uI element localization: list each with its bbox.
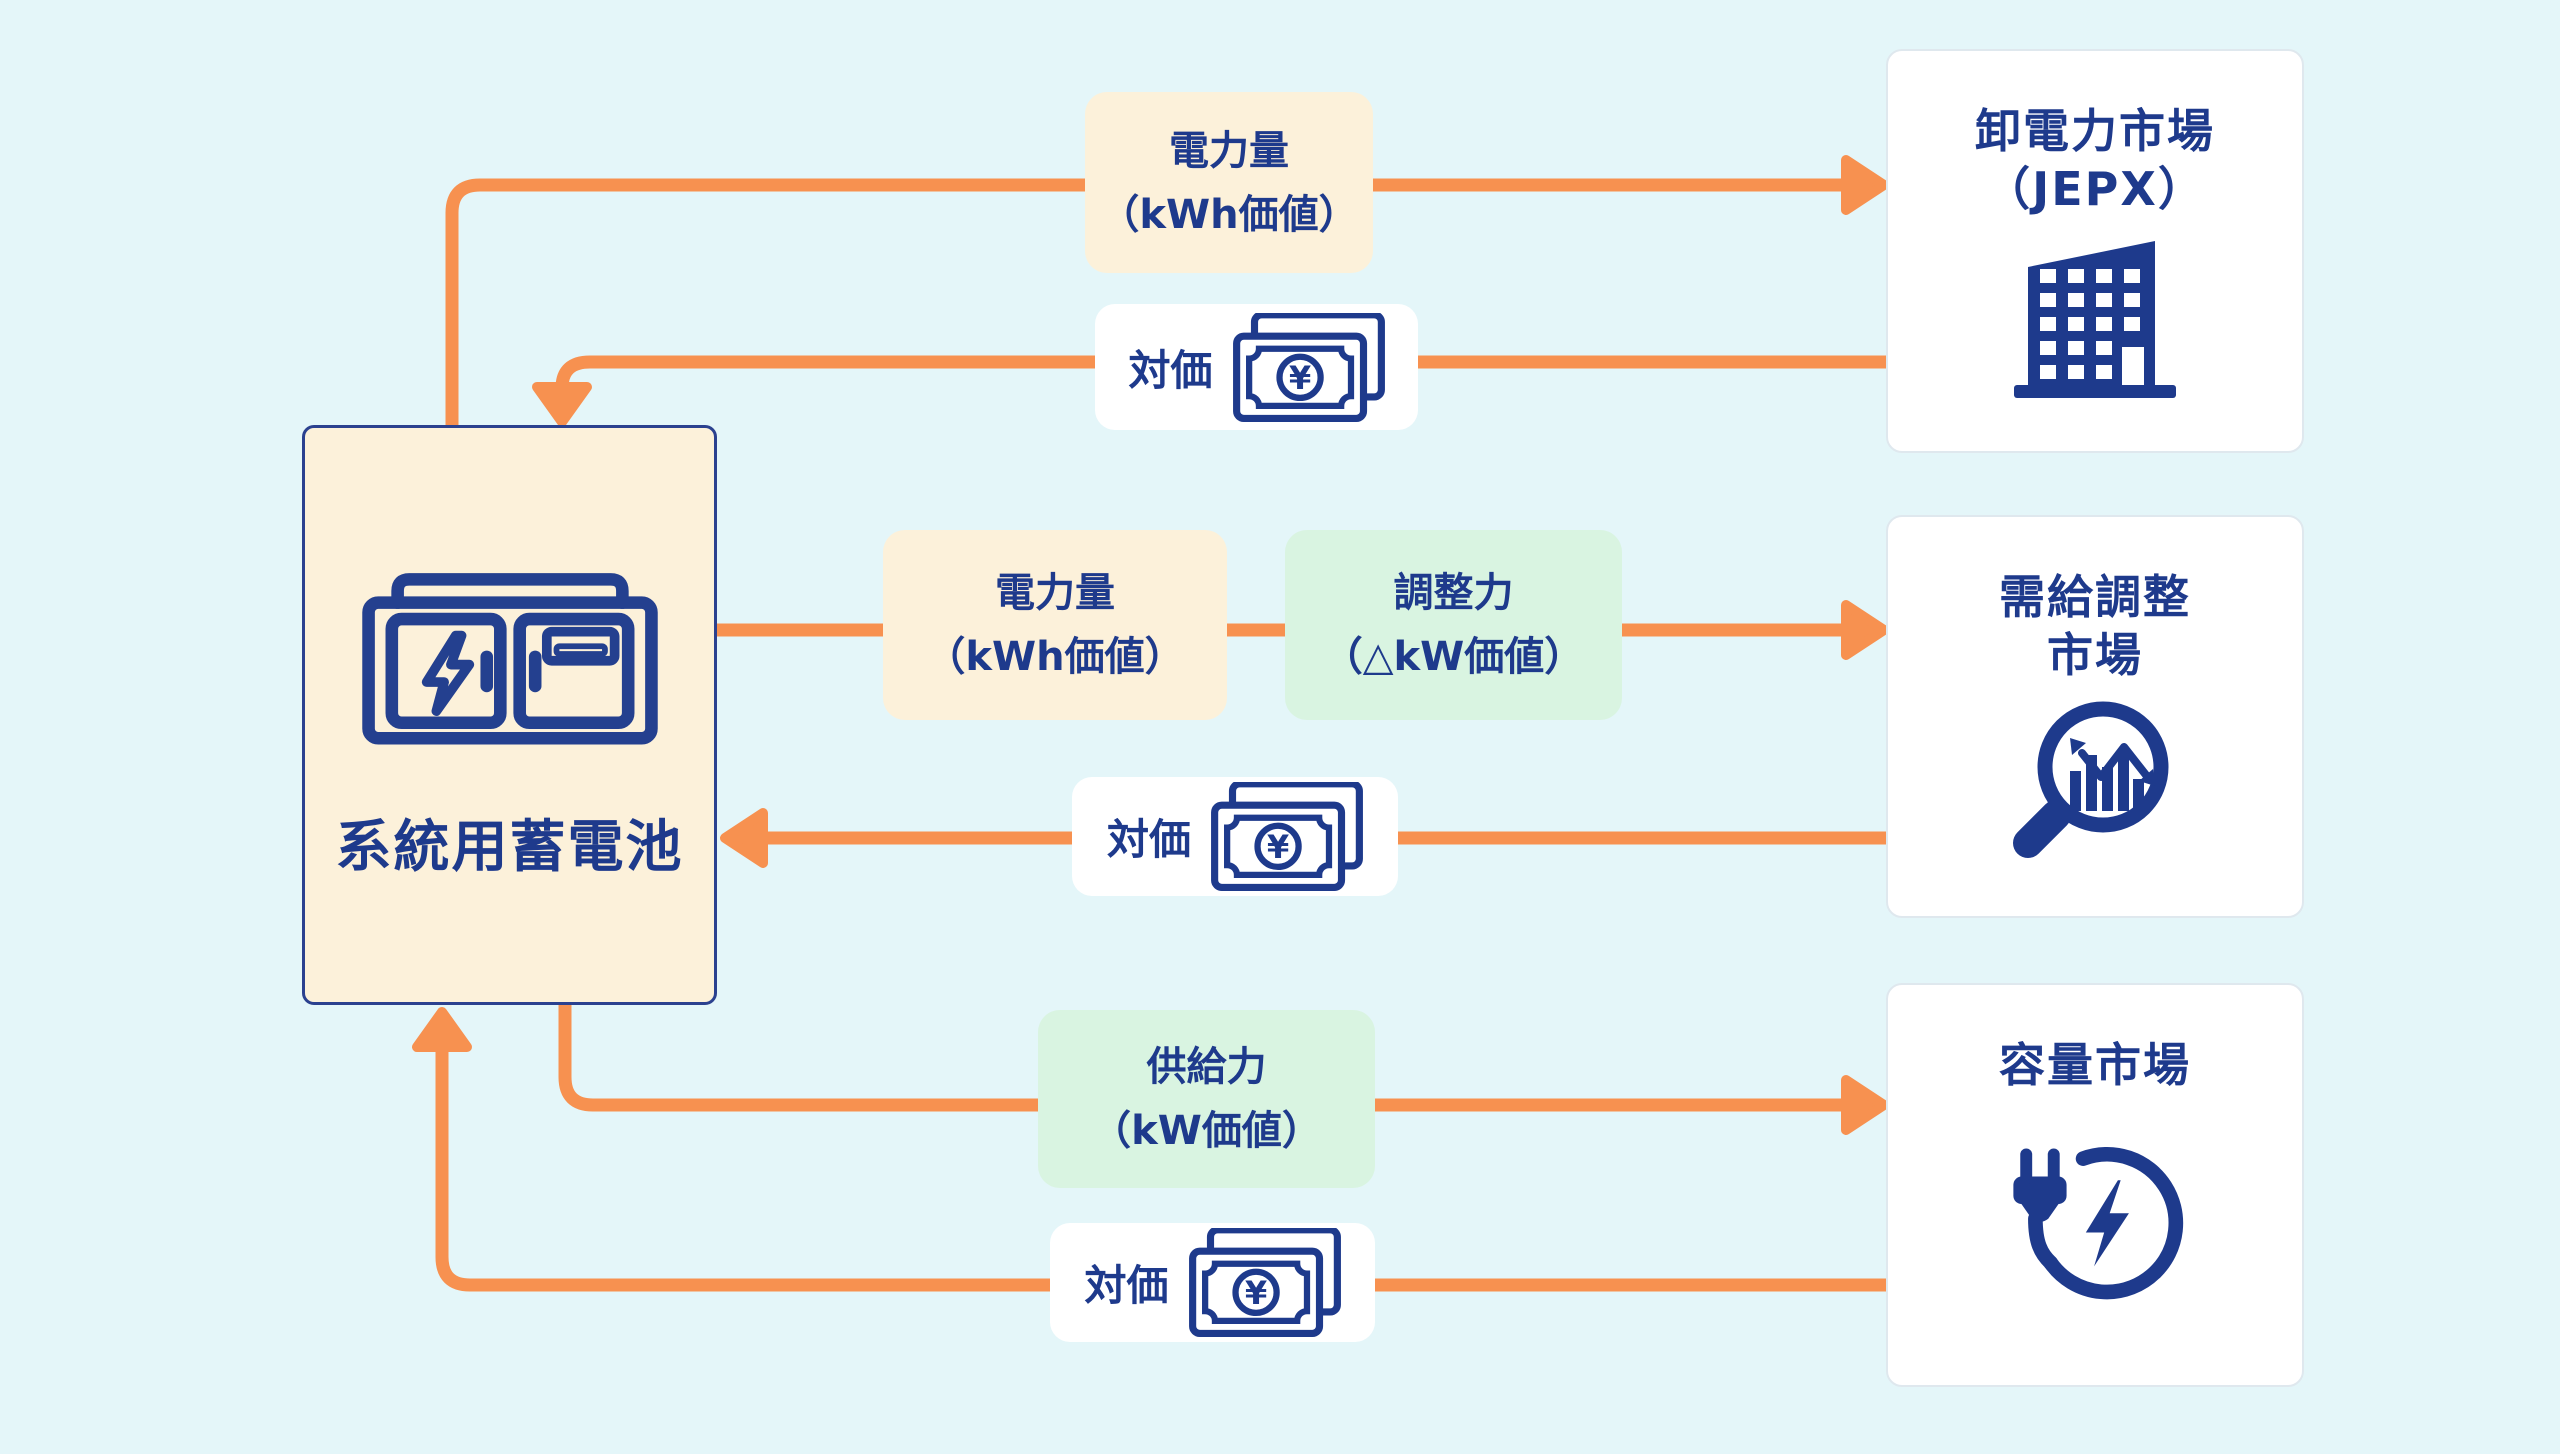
market-jepx-title: 卸電力市場 （JEPX）: [1975, 103, 2215, 219]
yen-symbol: ¥: [1288, 358, 1310, 396]
arrowhead-into-battery-right: [720, 808, 768, 868]
label-energy-to-jepx-line1: 電力量: [1169, 127, 1289, 174]
arrowhead-to-capacity: [1841, 1075, 1889, 1135]
arrow-battery-to-capacity: [558, 1005, 1846, 1112]
label-energy-to-balancing-line1: 電力量: [995, 570, 1115, 616]
label-compensation-from-balancing: 対価 ¥: [1072, 777, 1398, 896]
arrow-battery-to-jepx: [445, 178, 1846, 425]
market-capacity-title: 容量市場: [1999, 1037, 2191, 1095]
label-energy-to-balancing: 電力量 （kWh価値）: [883, 530, 1227, 720]
money-bills-icon: ¥: [1188, 1228, 1341, 1337]
arrowhead-to-jepx: [1841, 155, 1889, 215]
compensation-text: 対価: [1106, 815, 1191, 864]
market-balancing-box: 需給調整 市場: [1886, 515, 2304, 918]
market-jepx-title-line1: 卸電力市場: [1975, 104, 2215, 158]
yen-symbol: ¥: [1244, 1274, 1266, 1312]
arrowhead-to-balancing: [1841, 600, 1889, 660]
label-compensation-from-jepx: 対価 ¥: [1095, 304, 1418, 430]
battery-label: 系統用蓄電池: [335, 815, 684, 880]
market-balancing-title-line2: 市場: [2047, 627, 2143, 682]
compensation-text: 対価: [1084, 1261, 1169, 1310]
label-energy-to-balancing-line2: （kWh価値）: [925, 634, 1185, 680]
building-icon: [2014, 241, 2176, 398]
label-supply-line2: （kW価値）: [1091, 1108, 1322, 1154]
market-capacity-box: 容量市場: [1886, 983, 2304, 1387]
label-supply-to-capacity: 供給力 （kW価値）: [1038, 1010, 1375, 1188]
arrowhead-into-battery-bottom: [412, 1007, 472, 1052]
arrow-capacity-to-battery: [435, 1048, 1886, 1292]
market-balancing-title: 需給調整 市場: [1999, 569, 2191, 685]
market-capacity-title-line1: 容量市場: [1999, 1038, 2191, 1092]
arrowhead-into-battery-top: [532, 382, 592, 427]
market-jepx-box: 卸電力市場 （JEPX）: [1886, 49, 2304, 453]
label-adjustment-to-balancing: 調整力 （△kW価値）: [1285, 530, 1622, 720]
magnifier-chart-icon: [2013, 701, 2169, 858]
money-bills-icon: ¥: [1211, 782, 1363, 891]
compensation-text: 対価: [1128, 345, 1213, 395]
label-adjustment-line1: 調整力: [1393, 570, 1514, 616]
plug-bolt-icon: [2013, 1147, 2184, 1300]
label-energy-to-jepx-line2: （kWh価値）: [1099, 191, 1359, 238]
label-compensation-from-capacity: 対価 ¥: [1050, 1223, 1375, 1342]
battery-icon: [361, 573, 658, 745]
money-bills-icon: ¥: [1232, 312, 1385, 422]
yen-symbol: ¥: [1267, 828, 1289, 866]
label-supply-line1: 供給力: [1146, 1044, 1267, 1090]
label-adjustment-line2: （△kW価値）: [1322, 634, 1585, 680]
market-jepx-title-line2: （JEPX）: [1984, 161, 2206, 216]
grid-battery-box: 系統用蓄電池: [302, 425, 717, 1005]
market-balancing-title-line1: 需給調整: [1999, 570, 2191, 624]
label-energy-to-jepx: 電力量 （kWh価値）: [1085, 92, 1373, 273]
